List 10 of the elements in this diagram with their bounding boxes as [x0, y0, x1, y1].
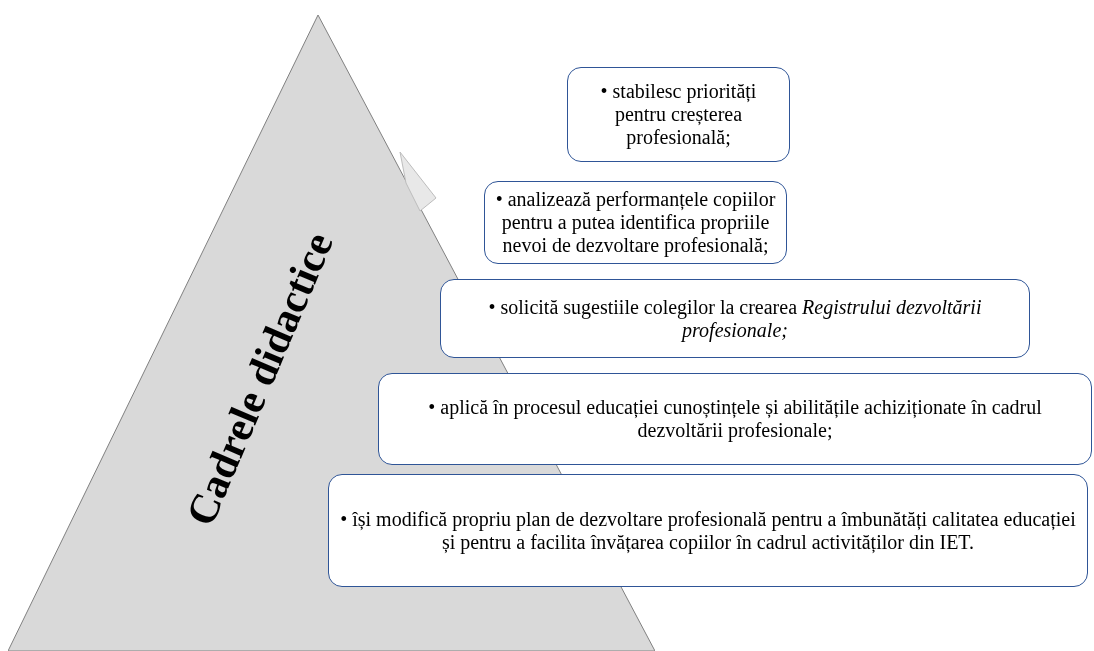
- rounded-box: [328, 474, 1088, 587]
- rounded-box: [378, 373, 1092, 465]
- rounded-box: [440, 279, 1030, 358]
- bullet-text: • solicită sugestiile colegilor la crearea Registrului dezvoltării profesionale;: [487, 295, 983, 342]
- bullet-text: • analizează performanțele copiilor pentru a putea identifica propriile nevoi de dezvoltare profesională;: [494, 188, 777, 257]
- rounded-box: [484, 181, 787, 264]
- bullet-text: • aplică în procesul educației cunoștințele și abilitățile achiziționate în cadrul dezvoltării profesionale;: [427, 396, 1043, 442]
- bullet-text: • își modifică propriu plan de dezvoltare profesională pentru a îmbunătăți calitatea educației și pentru a facilita învățarea copiilor în cadrul activităților din IET.: [339, 507, 1077, 554]
- bullet-text: • stabilesc priorități pentru creșterea profesională;: [599, 80, 758, 149]
- rounded-box: [567, 67, 790, 162]
